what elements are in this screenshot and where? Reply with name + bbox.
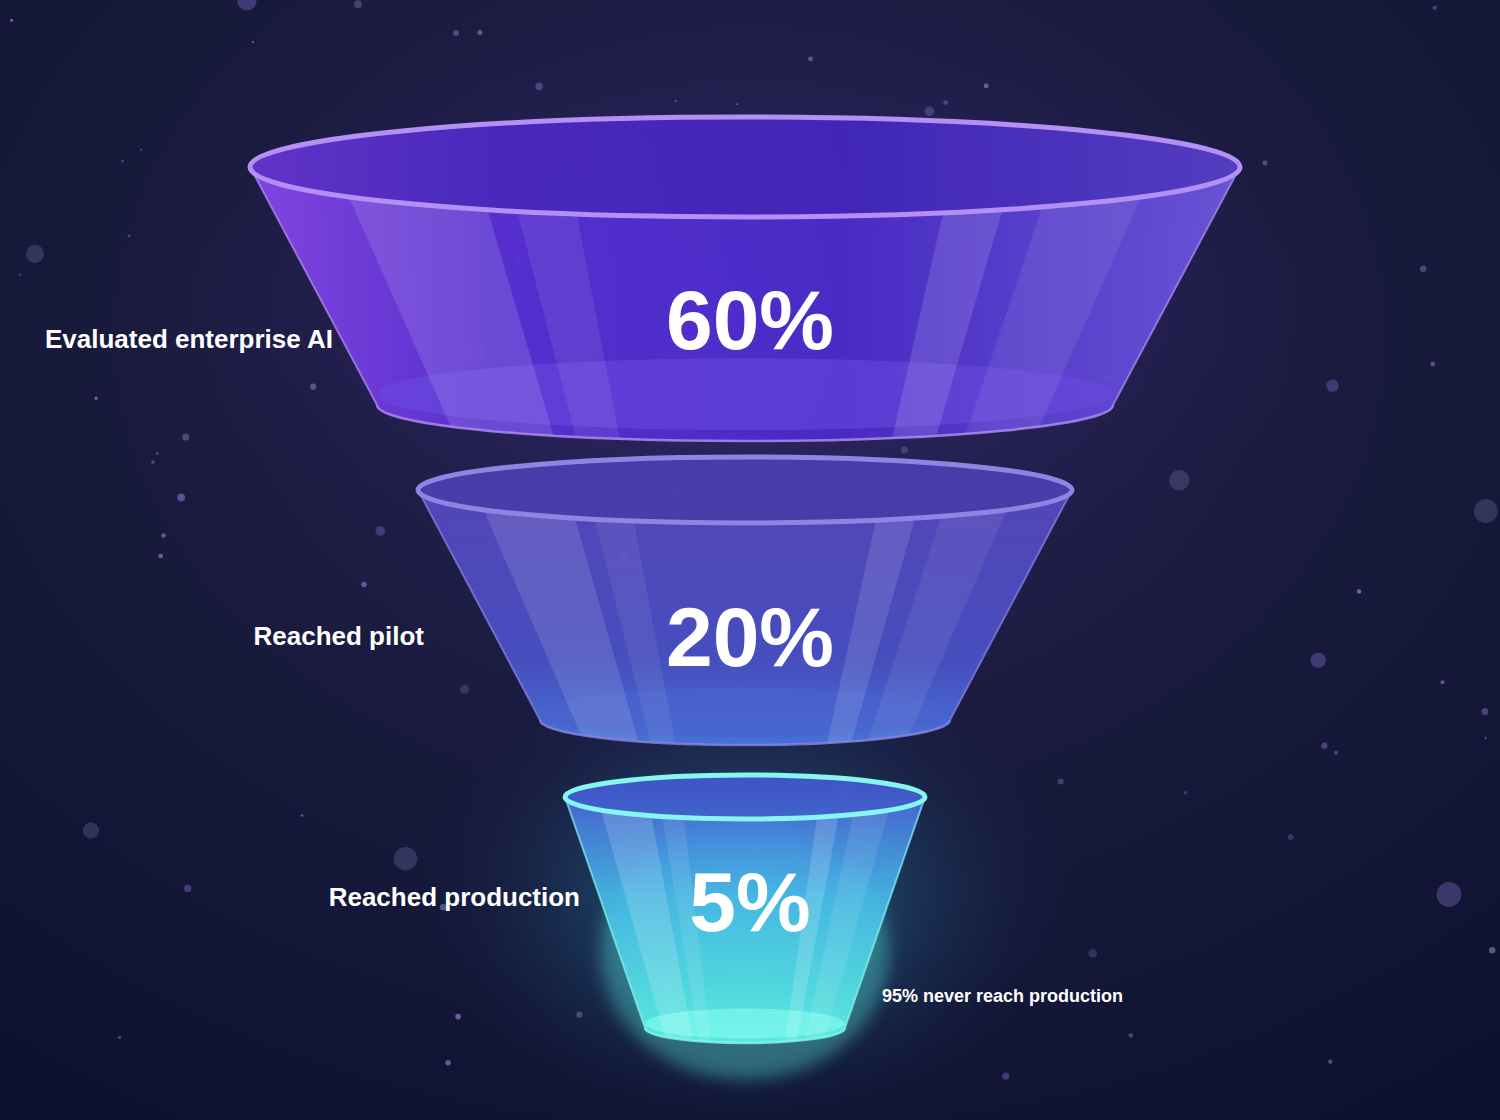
star-dot	[1433, 6, 1437, 10]
glass-highlight	[868, 510, 1007, 740]
star-dot	[10, 19, 13, 22]
funnel-side	[418, 490, 1072, 720]
funnel-stage: Reached pilot20%	[410, 453, 1080, 750]
star-dot	[1357, 589, 1362, 594]
star-dot	[394, 847, 417, 870]
star-dot	[1420, 266, 1426, 272]
star-dot	[1088, 949, 1097, 958]
star-dot	[1431, 362, 1436, 367]
star-dot	[460, 685, 469, 694]
star-dot	[943, 100, 948, 105]
star-dot	[1328, 1060, 1332, 1064]
glass-highlight	[805, 810, 889, 1040]
funnel-bottom-rim	[645, 1028, 845, 1043]
star-dot	[1002, 1073, 1009, 1080]
star-dot	[477, 30, 482, 35]
star-dot	[1474, 499, 1498, 523]
star-dot	[1481, 708, 1488, 715]
percentage-value: 60%	[666, 278, 834, 362]
funnel-stage: Reached production5%	[555, 765, 935, 1050]
star-dot	[1321, 743, 1327, 749]
star-dot	[1334, 751, 1338, 755]
star-dot	[140, 149, 142, 151]
star-dot	[151, 460, 155, 464]
funnel-body	[565, 775, 925, 1043]
star-dot	[156, 452, 159, 455]
star-dot	[118, 1036, 121, 1039]
star-dot	[26, 245, 44, 263]
star-dot	[1489, 947, 1496, 954]
funnel-rim	[418, 457, 1072, 523]
star-dot	[237, 0, 256, 11]
funnel-bottom-rim	[377, 405, 1113, 441]
glass-highlight	[966, 197, 1141, 434]
star-dot	[925, 107, 935, 117]
funnel-body	[250, 117, 1240, 441]
star-dot	[158, 554, 163, 559]
percentage-value: 20%	[666, 595, 834, 679]
star-dot	[121, 160, 124, 163]
star-dot	[808, 57, 813, 62]
star-dot	[1169, 470, 1190, 491]
percentage-value: 5%	[689, 860, 810, 944]
star-dot	[83, 822, 99, 838]
star-dot	[182, 434, 189, 441]
star-dot	[301, 814, 304, 817]
funnel-rim	[565, 775, 925, 819]
star-dot	[1058, 778, 1064, 784]
stage-label: Reached production	[329, 882, 580, 913]
stage-label: Evaluated enterprise AI	[45, 324, 333, 355]
funnel-opening	[418, 457, 1072, 523]
funnel-side	[250, 167, 1240, 405]
glass-highlight	[595, 519, 676, 743]
star-dot	[94, 397, 97, 400]
star-dot	[453, 30, 459, 36]
funnel-body	[418, 457, 1072, 745]
star-dot	[177, 494, 185, 502]
funnel-side	[565, 797, 925, 1028]
star-dot	[128, 234, 131, 237]
star-dot	[576, 1012, 582, 1018]
star-dot	[19, 273, 22, 276]
star-dot	[901, 447, 908, 454]
star-dot	[536, 83, 543, 90]
star-dot	[455, 1014, 461, 1020]
star-dot	[361, 582, 366, 587]
funnel-bottom-rim	[540, 720, 950, 745]
star-dot	[445, 1060, 451, 1066]
stage-label: Reached pilot	[254, 621, 424, 652]
star-dot	[675, 100, 677, 102]
funnel-opening	[565, 775, 925, 819]
glass-highlight	[517, 211, 620, 438]
star-dot	[1326, 380, 1338, 392]
star-dot	[376, 526, 386, 536]
star-dot	[310, 384, 316, 390]
star-dot	[184, 885, 191, 892]
star-dot	[252, 41, 254, 43]
star-dot	[1311, 653, 1326, 668]
star-dot	[161, 533, 165, 537]
funnel-opening	[250, 117, 1240, 217]
star-dot	[1129, 1033, 1134, 1038]
star-dot	[1441, 680, 1445, 684]
star-dot	[1437, 882, 1462, 907]
star-dot	[736, 103, 738, 105]
star-dot	[1184, 791, 1188, 795]
star-dot	[984, 83, 989, 88]
star-dot	[1262, 161, 1267, 166]
star-dot	[1484, 736, 1487, 739]
star-dot	[1288, 834, 1294, 840]
funnel-rim	[250, 117, 1240, 217]
star-dot	[354, 0, 362, 8]
note-label: 95% never reach production	[882, 986, 1123, 1008]
funnel-stage: Evaluated enterprise AI60%	[245, 112, 1245, 447]
